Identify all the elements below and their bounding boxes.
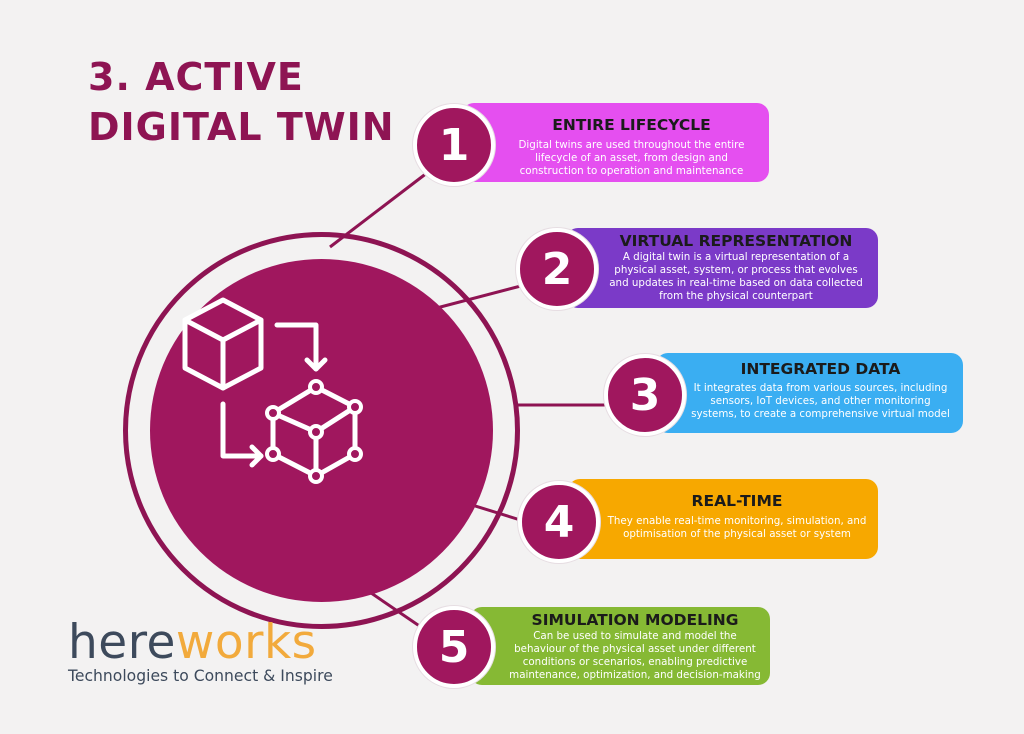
step-3-text-line-2: sensors, IoT devices, and other monitori…: [710, 395, 931, 407]
hereworks-logo: hereworks Technologies to Connect & Insp…: [68, 617, 333, 686]
step-1-card: ENTIRE LIFECYCLE Digital twins are used …: [462, 103, 769, 182]
hub-ring: [123, 232, 520, 629]
step-5-card: SIMULATION MODELING Can be used to simul…: [470, 607, 770, 685]
digital-twin-cube-transform-icon: [182, 297, 363, 484]
step-3-card: INTEGRATED DATA It integrates data from …: [656, 353, 963, 433]
step-2-text-line-3: and updates in real-time based on data c…: [609, 277, 863, 289]
step-4-text-line-1: They enable real-time monitoring, simula…: [607, 515, 867, 527]
step-4-text-line-2: optimisation of the physical asset or sy…: [623, 528, 851, 540]
step-5-text-line-1: Can be used to simulate and model the: [533, 630, 737, 642]
step-2-text-line-1: A digital twin is a virtual representati…: [622, 251, 850, 263]
step-1-text-line-1: Digital twins are used throughout the en…: [518, 139, 745, 151]
logo-works: works: [175, 615, 317, 670]
step-4-number-badge: 4: [518, 481, 600, 563]
logo-here: here: [68, 615, 176, 670]
step-2-number-badge: 2: [516, 228, 598, 310]
step-3-number-badge: 3: [604, 354, 686, 436]
step-2-card: VIRTUAL REPRESENTATION A digital twin is…: [566, 228, 878, 308]
step-1-title: ENTIRE LIFECYCLE: [552, 116, 711, 134]
step-5-text-line-4: maintenance, optimization, and decision-…: [509, 669, 761, 681]
step-2-text-line-4: from the physical counterpart: [659, 290, 813, 302]
step-3-title: INTEGRATED DATA: [740, 360, 901, 378]
step-5-text-line-2: behaviour of the physical asset under di…: [514, 643, 756, 655]
step-1-number-badge: 1: [413, 104, 495, 186]
step-5-title: SIMULATION MODELING: [531, 611, 739, 629]
step-2-text-line-2: physical asset, system, or process that …: [614, 264, 858, 276]
step-5-text-line-3: conditions or scenarios, enabling predic…: [522, 656, 748, 668]
step-1-text-line-2: lifecycle of an asset, from design and: [535, 152, 728, 164]
logo-tagline: Technologies to Connect & Inspire: [68, 667, 333, 685]
step-1-text-line-3: construction to operation and maintenanc…: [519, 165, 744, 177]
title-line-1: 3. ACTIVE: [88, 55, 304, 99]
step-2-title: VIRTUAL REPRESENTATION: [619, 232, 853, 250]
step-4-title: REAL-TIME: [691, 492, 783, 510]
page-title: 3. ACTIVE DIGITAL TWIN: [88, 52, 395, 152]
logo-wordmark: hereworks: [68, 617, 333, 669]
step-5-number-badge: 5: [413, 606, 495, 688]
step-3-text-line-1: It integrates data from various sources,…: [693, 382, 948, 394]
title-line-2: DIGITAL TWIN: [88, 105, 395, 149]
step-4-card: REAL-TIME They enable real-time monitori…: [568, 479, 878, 559]
step-3-text-line-3: systems, to create a comprehensive virtu…: [691, 408, 950, 420]
